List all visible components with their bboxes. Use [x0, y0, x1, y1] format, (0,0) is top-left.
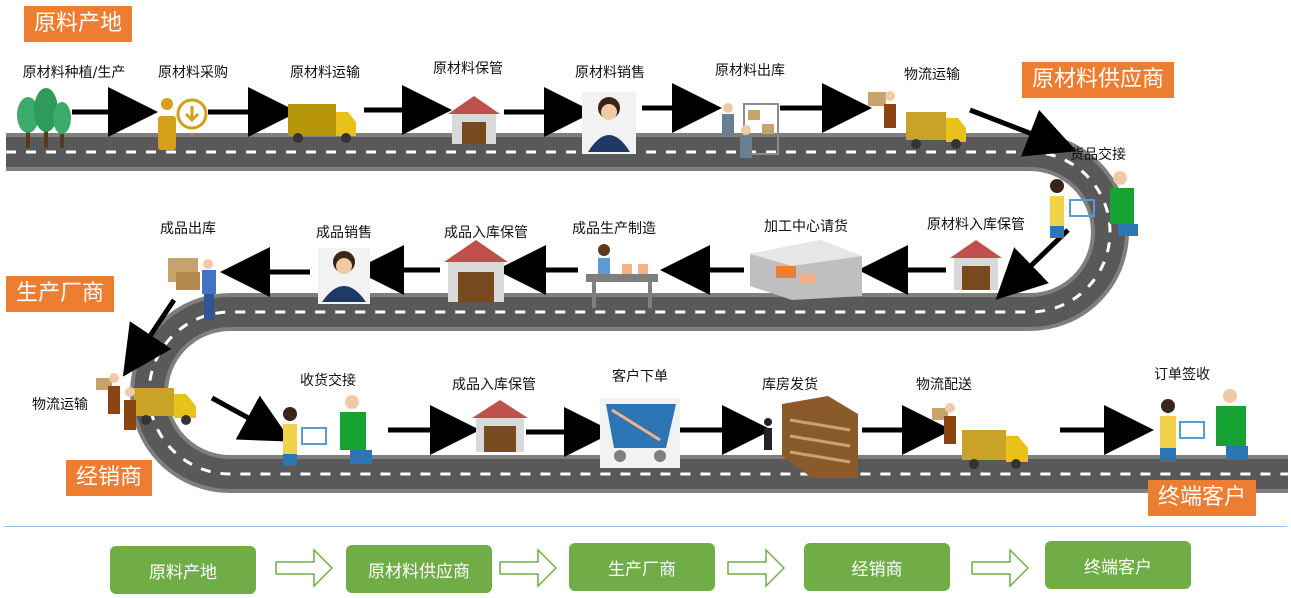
row3-arrows — [210, 395, 1154, 457]
purchase-person-icon — [158, 98, 208, 150]
step-label: 物流运输 — [32, 397, 88, 413]
step-label: 原材料保管 — [433, 61, 503, 77]
shopping-cart-icon — [600, 398, 680, 468]
boxes-worker-icon — [168, 258, 216, 320]
logistics-truck-icon-left — [96, 373, 196, 430]
step-label: 加工中心请货 — [764, 219, 848, 235]
divider — [4, 526, 1287, 527]
stage-tag-manufacturer: 生产厂商 — [6, 276, 115, 312]
step-label: 订单签收 — [1154, 367, 1210, 383]
step-label: 原材料出库 — [715, 63, 785, 79]
step-label: 原材料销售 — [575, 65, 645, 81]
flow-box-end-customer: 终端客户 — [1045, 541, 1191, 589]
processing-center-icon — [750, 240, 862, 300]
handoff-icon-sign — [1160, 389, 1248, 462]
step-label: 收货交接 — [300, 373, 356, 389]
handoff-icon-receive — [283, 395, 372, 466]
stage-tag-raw-supplier: 原材料供应商 — [1022, 62, 1175, 98]
step-label: 成品出库 — [160, 221, 216, 237]
step-label: 成品销售 — [316, 225, 372, 241]
stage-tag-distributor: 经销商 — [66, 460, 153, 496]
sales-agent-icon — [582, 92, 636, 154]
stage-tag-raw-origin: 原料产地 — [24, 6, 133, 42]
sales-agent-icon-product — [318, 248, 370, 304]
delivery-truck-icon — [868, 91, 966, 149]
step-label: 货品交接 — [1070, 147, 1126, 163]
warehouse-icon-distributor — [472, 400, 528, 452]
step-label: 成品入库保管 — [444, 225, 528, 241]
flow-box-raw-supplier: 原材料供应商 — [346, 545, 492, 593]
step-label: 客户下单 — [612, 369, 668, 385]
row2-arrows — [122, 228, 1070, 377]
step-label: 原材料运输 — [290, 65, 360, 81]
warehouse-workers-icon — [722, 103, 779, 158]
flow-box-raw-origin: 原料产地 — [110, 546, 256, 594]
step-label: 成品入库保管 — [452, 377, 536, 393]
warehouse-icon-raw-storage — [950, 240, 1002, 290]
stage-tag-end-customer: 终端客户 — [1148, 480, 1257, 516]
step-label: 库房发货 — [762, 377, 818, 393]
step-label: 原材料种植/生产 — [22, 65, 126, 81]
delivery-truck-icon-final — [932, 403, 1028, 469]
step-label: 原材料采购 — [158, 65, 228, 81]
truck-icon — [288, 104, 356, 143]
road — [6, 133, 1288, 493]
handoff-icon — [1050, 171, 1138, 238]
row1-arrows — [72, 83, 1077, 157]
flow-arrows — [275, 548, 1030, 588]
warehouse-icon-product-storage — [444, 240, 508, 302]
shelving-icon — [764, 396, 858, 478]
warehouse-icon — [448, 96, 500, 144]
flow-box-manufacturer: 生产厂商 — [569, 543, 715, 591]
step-label: 物流配送 — [916, 377, 972, 393]
step-label: 物流运输 — [904, 67, 960, 83]
production-line-icon — [586, 244, 658, 308]
trees-icon — [17, 88, 71, 148]
step-label: 成品生产制造 — [572, 221, 656, 237]
flow-box-distributor: 经销商 — [804, 543, 950, 591]
step-label: 原材料入库保管 — [927, 217, 1025, 233]
